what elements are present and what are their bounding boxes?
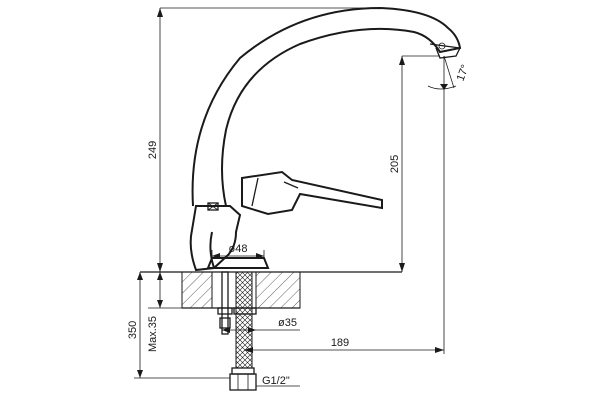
connection-thread-label: G1/2" (262, 375, 290, 387)
dimension-base-diameter: ø48 (211, 243, 265, 259)
reach-label: 189 (331, 337, 349, 349)
deck-section (140, 271, 402, 309)
dimension-spout-angle: 17° (427, 55, 472, 90)
dimension-shank-diameter: ø35 (222, 317, 300, 333)
total-height-label: 249 (147, 141, 159, 159)
base-diameter-label: ø48 (229, 243, 248, 255)
temperature-marker (207, 202, 219, 211)
dimension-max-deck-thickness: Max.35 (147, 271, 182, 352)
spout-angle-label: 17° (455, 63, 472, 83)
dimension-outlet-height: 205 (389, 55, 440, 272)
shank-diameter-label: ø35 (278, 317, 297, 329)
lever-handle (241, 170, 383, 216)
dimension-hose-length: 350 (127, 272, 230, 379)
dimension-reach: 189 (244, 90, 445, 354)
outlet-height-label: 205 (389, 155, 401, 173)
max-deck-thickness-label: Max.35 (147, 316, 159, 352)
dimension-connection-thread: G1/2" (256, 375, 300, 387)
faucet-body (189, 205, 270, 272)
hose-length-label: 350 (127, 321, 139, 339)
spout (191, 6, 462, 207)
mounting-assembly (217, 271, 257, 391)
dimension-total-height: 249 (147, 7, 380, 272)
